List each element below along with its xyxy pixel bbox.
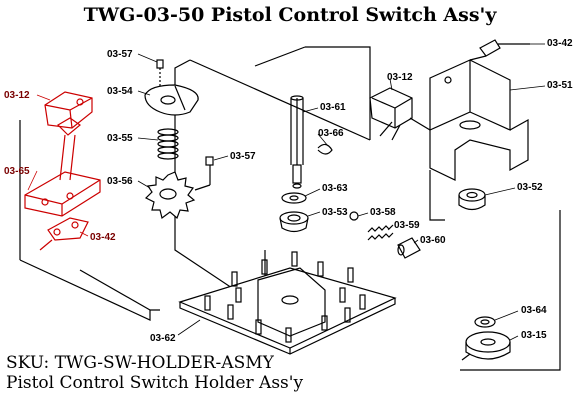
label-0363: 03-63	[322, 183, 348, 194]
clip-0366	[317, 143, 333, 155]
pin-0357-top	[156, 59, 164, 95]
label-0356: 03-56	[107, 176, 133, 187]
label-0364: 03-64	[521, 305, 547, 316]
baseplate-0362	[178, 251, 397, 355]
label-0360: 03-60	[420, 235, 446, 246]
label-0353: 03-53	[322, 207, 348, 218]
label-0312-left: 03-12	[4, 90, 30, 101]
label-0358: 03-58	[370, 207, 396, 218]
label-0352: 03-52	[517, 182, 543, 193]
bushing-0353	[279, 211, 309, 233]
leader-lines	[27, 43, 546, 341]
label-0366: 03-66	[318, 128, 344, 139]
sku-line: SKU: TWG-SW-HOLDER-ASMY	[6, 353, 274, 373]
label-0315: 03-15	[521, 330, 547, 341]
label-0357-top: 03-57	[107, 49, 133, 60]
label-0355: 03-55	[107, 133, 133, 144]
label-0362: 03-62	[150, 333, 176, 344]
diagram-title: TWG-03-50 Pistol Control Switch Ass'y	[83, 4, 497, 26]
shaft-0361	[290, 95, 304, 189]
washer-0363	[281, 192, 307, 204]
spring-0359	[367, 224, 394, 241]
sku-block: SKU: TWG-SW-HOLDER-ASMY Pistol Control S…	[6, 353, 303, 393]
label-0342-right: 03-42	[547, 38, 573, 49]
label-0365: 03-65	[4, 166, 30, 177]
cam-0354	[144, 84, 199, 116]
label-0361: 03-61	[320, 102, 346, 113]
label-0357-side: 03-57	[230, 151, 256, 162]
label-0359: 03-59	[394, 220, 420, 231]
bushing-0352	[458, 188, 486, 211]
label-0351: 03-51	[547, 80, 573, 91]
label-0312-right: 03-12	[387, 72, 413, 83]
red-switch-group	[24, 91, 101, 251]
gear-0356	[144, 171, 196, 220]
product-description: Pistol Control Switch Holder Ass'y	[6, 373, 304, 393]
pin-0357-side	[205, 156, 214, 166]
label-0354: 03-54	[107, 86, 133, 97]
pin-0342-right	[469, 39, 530, 61]
spring-0355	[157, 128, 179, 160]
label-0342-left: 03-42	[90, 232, 116, 243]
ball-0358	[349, 211, 359, 221]
switch-0312-right	[369, 87, 413, 141]
standoffs	[204, 251, 366, 343]
knob-0315	[461, 316, 511, 361]
bracket-0351	[409, 59, 529, 181]
